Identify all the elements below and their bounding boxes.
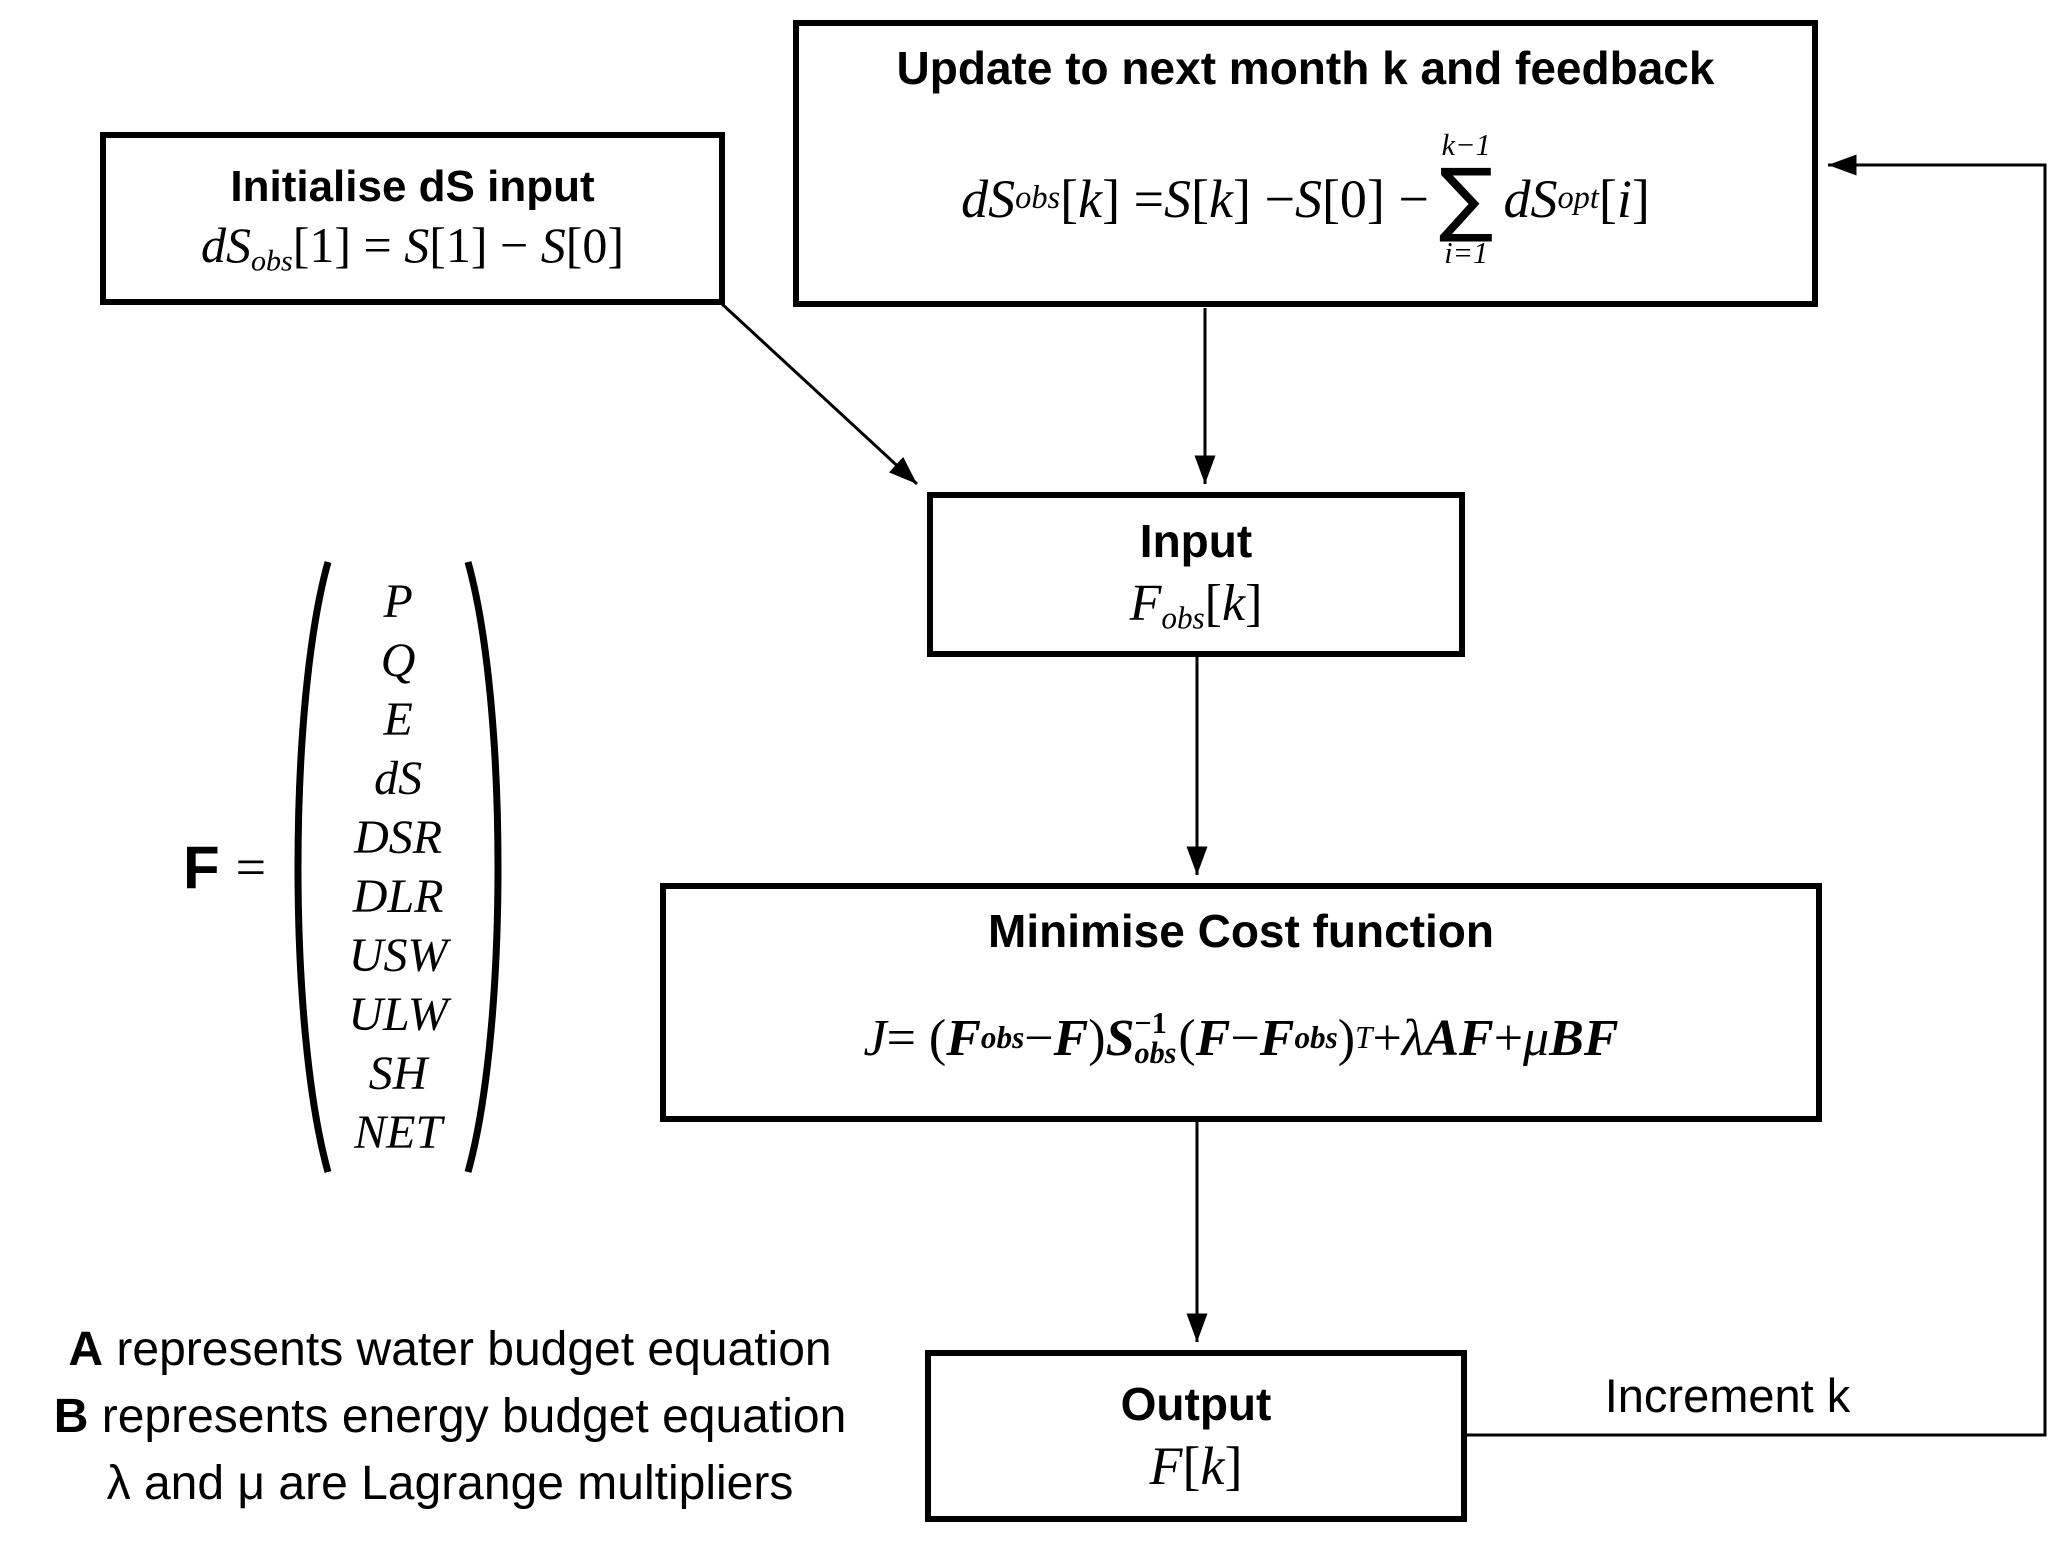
equation-token: dS — [1503, 168, 1558, 229]
equation-token: T — [1355, 1020, 1373, 1056]
legend-symbol-a: A — [68, 1323, 104, 1376]
matrix-entry: SH — [368, 1047, 428, 1100]
equation-token: [0] − — [1321, 168, 1429, 229]
matrix-equals-sign: = — [235, 837, 267, 897]
equation-token: k — [1200, 1436, 1225, 1497]
legend-line-energy: B represents energy budget equation — [0, 1383, 900, 1450]
equation-token: ] — [1245, 574, 1263, 632]
equation-token: obs — [1294, 1020, 1338, 1056]
equation-token: k — [1078, 168, 1103, 229]
equation-token: S — [1164, 168, 1192, 229]
matrix-entry: DLR — [352, 870, 444, 923]
matrix-entry: P — [383, 575, 413, 628]
equation-token: ] − — [1233, 168, 1295, 229]
output-equation: F[k] — [1149, 1436, 1243, 1497]
matrix-symbol: F — [183, 833, 220, 901]
equation-token: F — [1259, 1009, 1295, 1067]
equation-token: S — [540, 217, 566, 274]
equation-token: dS — [961, 168, 1016, 229]
legend-text-energy: represents energy budget equation — [88, 1390, 847, 1443]
matrix-entry: Q — [380, 634, 416, 687]
equation-token: k — [1222, 574, 1246, 632]
equation-token: F — [946, 1009, 981, 1067]
equation-token: + — [1493, 1009, 1524, 1067]
equation-token: J — [863, 1009, 887, 1067]
legend-line-water: A represents water budget equation — [0, 1316, 900, 1383]
equation-token: [ — [1204, 574, 1222, 632]
equation-token: ) — [1088, 1009, 1106, 1067]
arrow-init-to-input — [720, 302, 919, 486]
equation-token: obs — [1161, 600, 1205, 636]
feedback-loop-arrow — [1465, 154, 2047, 1437]
legend-text-lagrange: λ and μ are Lagrange multipliers — [106, 1457, 794, 1510]
init-box: Initialise dS input dSobs[1] = S[1] − S[… — [100, 132, 725, 305]
equation-token: ] = — [1102, 168, 1165, 229]
equation-token: μ — [1523, 1009, 1550, 1067]
matrix-entry: USW — [348, 929, 448, 982]
equation-token: ] — [1224, 1436, 1243, 1497]
equation-token: F — [1053, 1009, 1089, 1067]
matrix-entry: DSR — [354, 811, 443, 864]
equation-token: k−1∑i=1 — [1438, 127, 1494, 270]
equation-token: AF — [1424, 1009, 1494, 1067]
left-parenthesis — [294, 561, 332, 1173]
output-box-title: Output — [1120, 1377, 1272, 1430]
cost-box-title: Minimise Cost function — [988, 905, 1494, 957]
equation-token: opt — [1557, 180, 1599, 217]
legend-symbol-b: B — [53, 1390, 89, 1443]
init-box-title: Initialise dS input — [230, 162, 595, 212]
increment-k-label: Increment k — [1604, 1369, 1851, 1422]
equation-token: k — [1209, 168, 1233, 229]
matrix-entry: ULW — [348, 988, 448, 1041]
right-parenthesis — [464, 561, 502, 1173]
input-equation: Fobs[k] — [1130, 575, 1263, 636]
equation-token: obs — [251, 244, 293, 278]
equation-token: F — [1129, 574, 1162, 632]
equation-token: F — [1149, 1436, 1183, 1497]
equation-token: = ( — [886, 1009, 947, 1067]
equation-token: [ — [1182, 1436, 1201, 1497]
init-equation: dSobs[1] = S[1] − S[0] — [201, 217, 624, 278]
equation-token: ( — [1178, 1009, 1196, 1067]
equation-token: [ — [1060, 168, 1079, 229]
legend-text-water: represents water budget equation — [103, 1323, 832, 1376]
legend-line-lagrange: λ and μ are Lagrange multipliers — [0, 1450, 900, 1517]
update-box-title: Update to next month k and feedback — [896, 42, 1715, 94]
equation-token: F — [1195, 1009, 1231, 1067]
input-box: Input Fobs[k] — [927, 492, 1465, 657]
equation-token: ] — [1631, 168, 1650, 229]
matrix-entry: NET — [354, 1106, 443, 1159]
input-box-title: Input — [1139, 515, 1253, 568]
equation-token: BF — [1549, 1009, 1619, 1067]
equation-token: [ — [1191, 168, 1210, 229]
equation-token: [1] = — [292, 217, 405, 274]
equation-token: S — [404, 217, 430, 274]
legend: A represents water budget equation B rep… — [0, 1316, 900, 1517]
equation-token: + — [1372, 1009, 1402, 1067]
equation-token: ) — [1337, 1009, 1356, 1067]
equation-token: S — [1105, 1009, 1135, 1067]
equation-token: [0] — [565, 217, 624, 274]
equation-token: − — [1230, 1009, 1260, 1067]
equation-token: λ — [1401, 1009, 1425, 1067]
equation-token: obs — [1015, 180, 1061, 217]
equation-token: obs — [980, 1020, 1025, 1056]
equation-token: [1] − — [429, 217, 541, 274]
equation-token: dS — [201, 217, 251, 274]
equation-token: [ — [1598, 168, 1617, 229]
equation-token: S — [1294, 168, 1322, 229]
equation-token: − — [1024, 1009, 1054, 1067]
equation-token: i — [1616, 168, 1632, 229]
output-box: Output F[k] — [925, 1350, 1467, 1522]
matrix-entry: E — [383, 693, 413, 746]
matrix-entry: dS — [374, 752, 423, 805]
